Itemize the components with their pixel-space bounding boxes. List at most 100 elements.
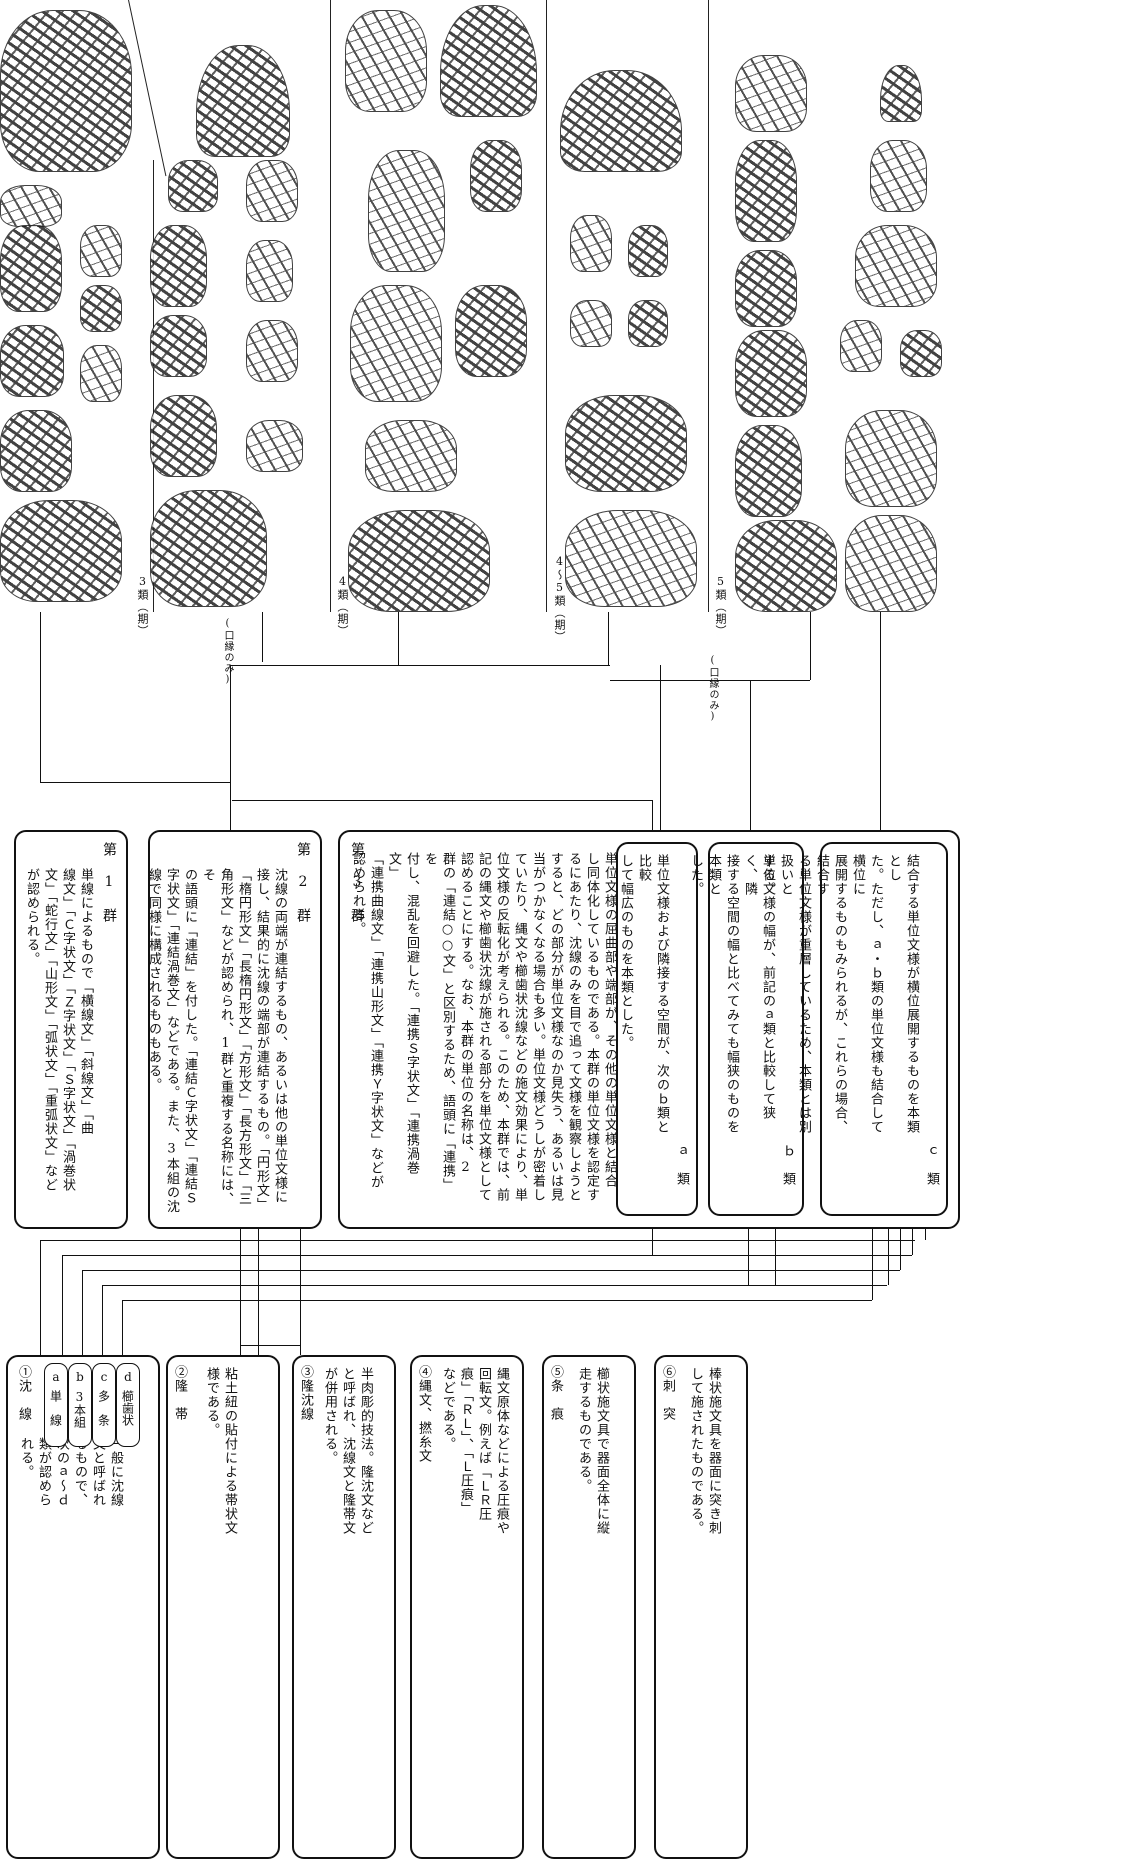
class-b-title: ｂ 類: [778, 1144, 796, 1186]
pottery-sherd: [735, 330, 807, 417]
pottery-sherd: [735, 425, 802, 517]
pottery-sherd: [565, 510, 697, 607]
group-3-body: 単位文様の屈曲部や端部が、その他の単位文様と結合 し同体化しているものである。本…: [348, 852, 618, 1202]
subtype-b-label: 3本組: [72, 1390, 89, 1428]
pottery-sherd: [735, 140, 797, 242]
technique-2-title: ②隆 帯: [170, 1365, 188, 1421]
pottery-sherd: [0, 325, 64, 397]
connector-line: [122, 1300, 872, 1301]
technique-2-box: ②隆 帯 粘土紐の貼付による帯状文 様である。: [166, 1355, 280, 1859]
pottery-vessel: [196, 45, 290, 157]
pottery-sherd: [150, 490, 267, 607]
pottery-sherd: [150, 225, 207, 307]
technique-4-body: 縄文原体などによる圧痕や 回転文。例えば「ＬＲ圧 痕」「ＲＬ」、「Ｌ圧痕」 など…: [438, 1367, 510, 1827]
pottery-vessel: [345, 10, 427, 112]
technique-4-box: ④縄文、撚糸文 縄文原体などによる圧痕や 回転文。例えば「ＬＲ圧 痕」「ＲＬ」、…: [410, 1355, 524, 1859]
subtype-d-label: 櫛歯状: [120, 1390, 137, 1426]
subtype-c-label: 多 条: [96, 1390, 113, 1426]
group-2-body: 沈線の両端が連結するもの、あるいは他の単位文様に 接し、結果的に沈線の端部が連結…: [144, 868, 288, 1218]
class-c-body: 結合する単位文様が横位展開するものを本類とし た。ただし、ａ・ｂ類の単位文様も結…: [758, 854, 920, 1134]
connector-line: [660, 665, 661, 840]
connector-line: [240, 1345, 300, 1346]
period-label: 3類（期）: [134, 575, 150, 637]
technique-6-title: ⑥刺 突: [658, 1365, 676, 1421]
technique-6-body: 棒状施文具を器面に突き刺 して施されたものである。: [686, 1367, 722, 1827]
pottery-sherd: [565, 395, 687, 492]
connector-line: [232, 800, 652, 801]
pottery-sherd: [870, 140, 927, 212]
pottery-sherd: [0, 225, 62, 312]
pottery-sherd: [0, 410, 72, 492]
pottery-sherd: [80, 345, 122, 402]
connector-line: [82, 1270, 900, 1271]
pottery-sherd: [0, 185, 62, 227]
connector-line: [102, 1285, 887, 1286]
pottery-sherd: [246, 160, 298, 222]
pottery-sherd: [735, 55, 807, 132]
technique-4-title: ④縄文、撚糸文: [414, 1365, 432, 1463]
connector-line: [40, 782, 230, 783]
technique-1-body: 一般に沈線 文と呼ばれ るもので、 次のａ～ｄ 類が認めら れる。: [16, 1437, 124, 1697]
connector-line: [750, 680, 751, 840]
technique-1-title: ①沈 線: [14, 1365, 32, 1421]
technique-5-title: ⑤条 痕: [546, 1365, 564, 1421]
pottery-sherd: [735, 250, 797, 327]
class-c-title: ｃ 類: [922, 1144, 940, 1186]
class-a-body: 単位文様および隣接する空間が、次のｂ類と比較 して幅広のものを本類とした。: [616, 854, 670, 1134]
technique-5-body: 櫛状施文具で器面全体に縦 走するものである。: [574, 1367, 610, 1827]
pottery-sherd: [455, 285, 527, 377]
connector-line: [40, 1240, 915, 1241]
connector-line: [608, 612, 609, 665]
pottery-sherd: [365, 420, 457, 492]
connector-line: [262, 612, 263, 662]
pottery-sherd: [855, 225, 937, 307]
pottery-sherd: [246, 240, 293, 302]
group-3-box: 第 3 群 単位文様の屈曲部や端部が、その他の単位文様と結合 し同体化しているも…: [338, 830, 960, 1229]
pottery-sherd: [246, 320, 298, 382]
technique-3-box: ③隆沈線 半肉彫的技法。隆沈文など と呼ばれ、沈線文と隆帯文 が併用される。: [292, 1355, 396, 1859]
connector-line: [62, 1255, 912, 1256]
connector-line: [300, 1225, 301, 1355]
pottery-sherd: [246, 420, 303, 472]
subtype-b-key: b: [73, 1370, 87, 1384]
period-label: 4類（期）: [334, 575, 350, 637]
pottery-sherd: [0, 500, 122, 602]
connector-line: [240, 1225, 241, 1355]
connector-line: [610, 680, 810, 681]
technique-6-box: ⑥刺 突 棒状施文具を器面に突き刺 して施されたものである。: [654, 1355, 748, 1859]
pottery-sherd: [348, 510, 490, 612]
pottery-sherd: [628, 225, 668, 277]
period-label: 5類（期）: [712, 575, 728, 637]
pottery-sherd: [150, 395, 217, 477]
class-c-box: ｃ 類 結合する単位文様が横位展開するものを本類とし た。ただし、ａ・ｂ類の単位…: [820, 842, 948, 1216]
pottery-sherd: [570, 300, 612, 347]
rim-only-note: (口縁のみ): [220, 618, 235, 686]
pottery-sherd: [80, 225, 122, 277]
connector-line: [258, 1225, 259, 1355]
pottery-sherd: [628, 300, 668, 347]
pottery-vessel: [440, 5, 537, 117]
technique-3-body: 半肉彫的技法。隆沈文など と呼ばれ、沈線文と隆帯文 が併用される。: [320, 1367, 374, 1827]
technique-3-title: ③隆沈線: [296, 1365, 314, 1421]
pottery-sherd: [350, 285, 442, 402]
pottery-sherd: [470, 140, 522, 212]
connector-line: [230, 665, 610, 666]
pottery-sherd: [80, 285, 122, 332]
connector-line: [230, 665, 231, 830]
rim-only-note: (口縁のみ): [705, 655, 720, 723]
column-divider: [330, 0, 331, 612]
pottery-vessel: [560, 70, 682, 172]
pottery-sherd: [168, 160, 218, 212]
subtype-b-pill: b 3本組: [68, 1363, 92, 1447]
group-2-title: 第 2 群: [294, 842, 312, 923]
connector-line: [880, 612, 881, 840]
class-a-title: ａ 類: [672, 1144, 690, 1186]
subtype-d-pill: d 櫛歯状: [116, 1363, 140, 1447]
connector-line: [40, 612, 41, 782]
group-2-box: 第 2 群 沈線の両端が連結するもの、あるいは他の単位文様に 接し、結果的に沈線…: [148, 830, 322, 1229]
pottery-sherd: [840, 320, 882, 372]
subtype-c-pill: c 多 条: [92, 1363, 116, 1447]
group-1-body: 単線によるもので「横線文」「斜線文」「曲 線文」「Ｃ字状文」「Ｚ字状文」「Ｓ字状…: [22, 868, 94, 1218]
technique-2-body: 粘土紐の貼付による帯状文 様である。: [202, 1367, 238, 1827]
